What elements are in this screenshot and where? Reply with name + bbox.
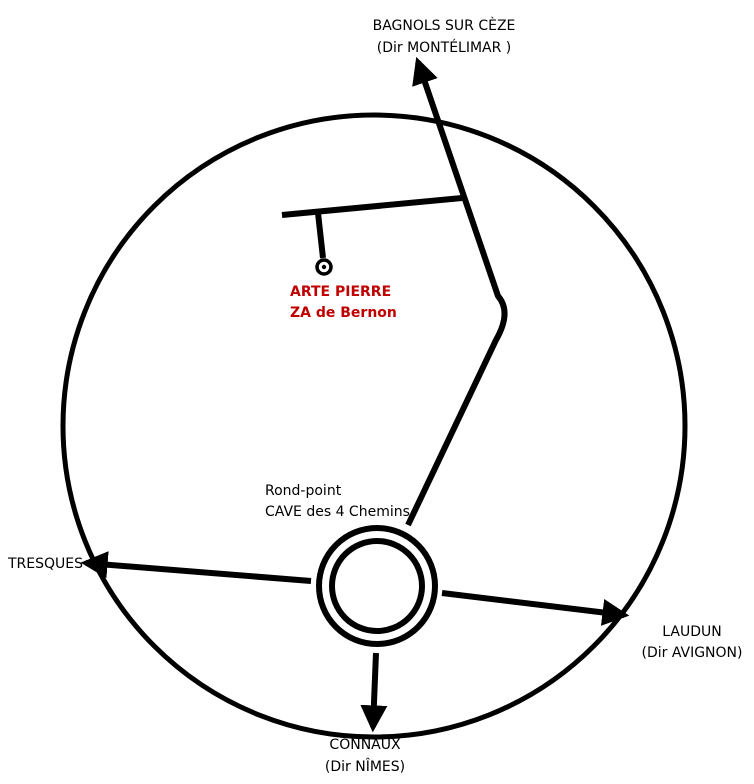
road-spur-to-destination — [315, 212, 326, 259]
west-destination-label: TRESQUES — [7, 556, 83, 572]
east-direction-label: (Dir AVIGNON) — [641, 645, 742, 661]
south-direction-label: (Dir NÎMES) — [325, 757, 405, 775]
destination-marker-dot — [321, 264, 327, 270]
east-destination-label: LAUDUN — [662, 624, 721, 640]
area-boundary-circle — [60, 112, 688, 740]
south-destination-label: CONNAUX — [329, 737, 401, 753]
north-destination-label: BAGNOLS SUR CÈZE — [373, 17, 516, 34]
roundabout-name-label: CAVE des 4 Chemins — [265, 504, 410, 520]
roundabout-label: Rond-point — [265, 483, 342, 499]
road-side-to-zone — [281, 195, 463, 218]
north-direction-label: (Dir MONTÉLIMAR ) — [377, 39, 512, 56]
road-south — [360, 652, 388, 733]
destination-name-label: ARTE PIERRE — [290, 284, 391, 300]
road-west — [80, 551, 312, 584]
destination-address-label: ZA de Bernon — [290, 305, 397, 321]
road-north — [405, 56, 508, 527]
road-east — [441, 590, 630, 626]
roundabout-inner-ring — [329, 538, 425, 634]
